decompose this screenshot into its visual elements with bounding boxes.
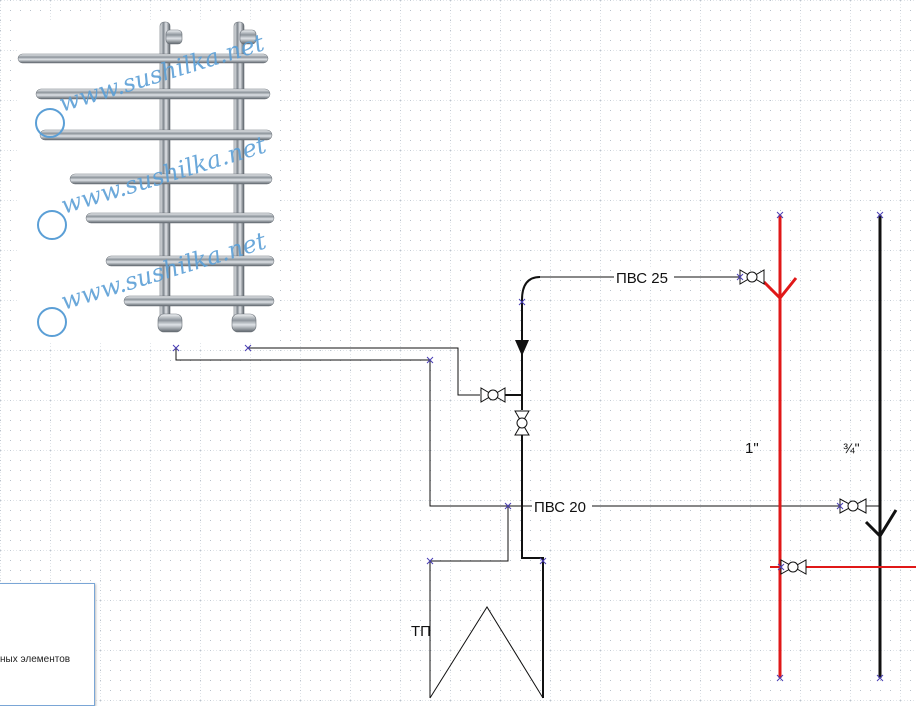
valve-dryer-supply[interactable] <box>480 387 506 403</box>
towel-dryer-image[interactable]: www.sushilka.net www.sushilka.net www.su… <box>17 20 280 343</box>
red-tee[interactable] <box>762 277 798 301</box>
flow-arrow <box>515 340 529 356</box>
valve-red-branch[interactable] <box>780 559 807 575</box>
label-size-red: 1" <box>745 440 759 457</box>
side-panel[interactable]: ных элементов <box>0 583 95 706</box>
valve-pvs20[interactable] <box>839 498 867 514</box>
valve-pvs25[interactable] <box>739 269 765 285</box>
riser-pipe[interactable] <box>521 276 541 410</box>
tp-symbol[interactable] <box>429 606 544 699</box>
side-panel-text: ных элементов <box>0 654 71 665</box>
label-tp: ТП <box>411 623 431 640</box>
black-tee[interactable] <box>864 509 898 539</box>
label-pvs20: ПВС 20 <box>534 499 586 516</box>
tp-right-feed-pipe[interactable] <box>521 435 544 698</box>
red-pipes <box>762 215 916 678</box>
valve-riser[interactable] <box>514 410 530 436</box>
endpoint-markers <box>172 211 884 682</box>
black-pipes <box>505 215 898 698</box>
tp-left-feed-line[interactable] <box>429 506 509 698</box>
label-pvs25: ПВС 25 <box>616 270 668 287</box>
label-size-black: ¾" <box>843 440 860 456</box>
dryer-supply-line[interactable] <box>248 347 480 396</box>
